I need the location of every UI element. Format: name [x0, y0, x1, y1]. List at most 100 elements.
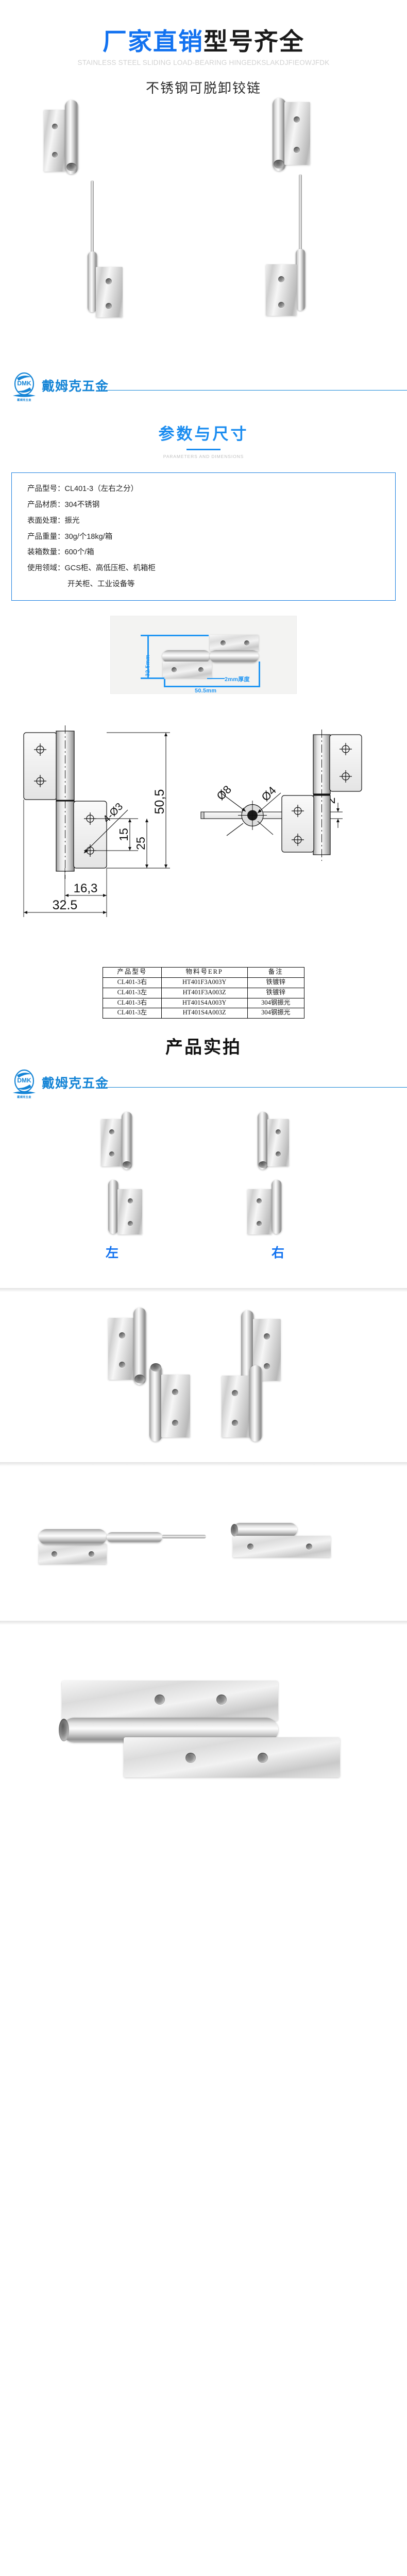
parameters-section-header: 参数与尺寸 PARAMETERS AND DIMENSIONS [0, 405, 407, 459]
brand-name: 戴姆克五金 [42, 379, 109, 394]
gallery-photo-closeup [0, 1625, 407, 1811]
dmk-logo-icon: DMK 戴姆克五金 [11, 371, 37, 402]
hero-product-photo [0, 97, 407, 368]
table-cell-model: CL401-3右 [103, 997, 162, 1009]
section-divider [0, 1288, 407, 1293]
dim-label-thickness: 2mm厚度 [225, 676, 250, 683]
spec-row: 产品重量：30g/个18kg/箱 [27, 529, 395, 545]
table-row: CL401-3左 HT401F3A003Z 铁镀锌 [103, 987, 305, 998]
section-divider [0, 1621, 407, 1625]
brand-lockup: DMK 戴姆克五金 戴姆克五金 [11, 1069, 109, 1099]
dim-tick-left [164, 679, 165, 688]
dmk-logo-icon: DMK 戴姆克五金 [11, 1069, 37, 1099]
product-detail-page: 厂家直销型号齐全 STAINLESS STEEL SLIDING LOAD-BE… [0, 0, 407, 1811]
specifications-box: 产品型号：CL401-3（左右之分） 产品材质：304不锈钢 表面处理：振光 产… [11, 472, 396, 601]
gallery-photo-disassembled [0, 1466, 407, 1621]
dimension-photo: 32.5mm 50.5mm 2mm厚度 [111, 616, 296, 694]
svg-text:DMK: DMK [17, 1077, 31, 1084]
spec-value: GCS柜、高低压柜、机箱柜 [64, 564, 156, 573]
spec-value: 开关柜、工业设备等 [67, 580, 135, 588]
spec-row: 产品材质：304不锈钢 [27, 497, 395, 513]
dim-label-height: 32.5mm [145, 655, 151, 677]
photo-label-right: 右 [272, 1246, 285, 1261]
dim-leader-thickness [207, 678, 225, 679]
table-cell-model: CL401-3右 [103, 977, 162, 988]
spec-value: 30g/个18kg/箱 [64, 532, 113, 541]
table-row: CL401-3左 HT401S4A003Z 304钢振光 [103, 1008, 305, 1019]
spec-label: 使用领域： [27, 564, 65, 573]
parameters-section-title: 参数与尺寸 [158, 425, 249, 444]
table-header-cell: 产品型号 [103, 967, 162, 978]
table-cell-model: CL401-3左 [103, 987, 162, 998]
gallery-photo-left-right: 左 右 [0, 1103, 407, 1289]
dim-label-width: 50.5mm [195, 688, 217, 694]
dim-line-height [147, 635, 149, 680]
spec-label: 产品重量： [27, 532, 65, 541]
technical-drawing: 4-Ø3 50,5 25 15 16,3 [0, 709, 407, 954]
hero-subtitle-chinese: 不锈钢可脱卸铰链 [145, 80, 261, 96]
spec-label: 产品型号： [27, 485, 65, 494]
spec-row: 装箱数量：600个/箱 [27, 545, 395, 561]
spec-value: 600个/箱 [64, 548, 94, 557]
table-header-cell: 物料号ERP [161, 967, 248, 978]
gallery-photo-pair [0, 1292, 407, 1463]
table-cell-erp: HT401F3A003Y [161, 977, 248, 988]
logo-subtext: 戴姆克五金 [17, 399, 31, 402]
table-cell-model: CL401-3左 [103, 1008, 162, 1019]
hero-subtitle-english: STAINLESS STEEL SLIDING LOAD-BEARING HIN… [77, 59, 330, 67]
dim-text-50-5: 50,5 [152, 789, 167, 815]
spec-label: 表面处理： [27, 516, 65, 525]
table-cell-remark: 铁镀锌 [247, 987, 305, 998]
dim-text-dia-8: Ø8 [214, 783, 233, 803]
drawing-left-elevation: 4-Ø3 50,5 25 15 16,3 [23, 725, 170, 918]
page-title: 厂家直销型号齐全 [0, 29, 407, 54]
product-code-table-wrapper: 产品型号 物料号ERP 备注 CL401-3右 HT401F3A003Y 铁镀锌… [103, 967, 305, 1019]
dim-text-16-3: 16,3 [74, 882, 98, 895]
section-divider [0, 1462, 407, 1467]
brand-divider-rule [106, 1087, 407, 1088]
product-code-table: 产品型号 物料号ERP 备注 CL401-3右 HT401F3A003Y 铁镀锌… [103, 967, 305, 1019]
table-header-cell: 备注 [247, 967, 305, 978]
brand-bar-gallery: DMK 戴姆克五金 戴姆克五金 [0, 1064, 407, 1103]
spec-value: 304不锈钢 [64, 501, 100, 510]
dim-text-dia-4: Ø4 [259, 784, 278, 804]
spec-value: CL401-3（左右之分） [64, 485, 139, 494]
spec-row: 使用领域：GCS柜、高低压柜、机箱柜 [27, 561, 395, 577]
table-cell-remark: 304钢振光 [247, 1008, 305, 1019]
table-cell-remark: 304钢振光 [247, 997, 305, 1009]
svg-text:DMK: DMK [17, 380, 31, 387]
brand-bar-top: DMK 戴姆克五金 戴姆克五金 [0, 367, 407, 405]
hero-header: 厂家直销型号齐全 STAINLESS STEEL SLIDING LOAD-BE… [0, 0, 407, 97]
dim-line-width [164, 686, 260, 688]
spec-label: 产品材质： [27, 501, 65, 510]
table-row: CL401-3右 HT401S4A003Y 304钢振光 [103, 997, 305, 1009]
brand-divider-rule [106, 390, 407, 391]
dim-text-15: 15 [117, 828, 130, 842]
parameters-section-title-english: PARAMETERS AND DIMENSIONS [163, 454, 244, 460]
hero-title-rest: 型号齐全 [204, 28, 304, 55]
table-row: CL401-3右 HT401F3A003Y 铁镀锌 [103, 977, 305, 988]
table-header-row: 产品型号 物料号ERP 备注 [103, 967, 305, 978]
spec-value: 振光 [64, 516, 80, 525]
table-cell-remark: 铁镀锌 [247, 977, 305, 988]
spec-row: 产品型号：CL401-3（左右之分） [27, 481, 395, 497]
dim-tick-bottom [141, 677, 164, 680]
logo-subtext: 戴姆克五金 [17, 1096, 31, 1099]
gallery-section-title: 产品实拍 [165, 1038, 242, 1058]
dim-tick-right [259, 662, 260, 688]
dim-text-32-5: 32.5 [53, 898, 78, 912]
dim-text-25: 25 [134, 837, 147, 851]
dim-tick-top [141, 635, 209, 637]
section-underline [186, 449, 221, 451]
hero-title-highlight: 厂家直销 [103, 28, 204, 55]
table-cell-erp: HT401S4A003Z [161, 1008, 248, 1019]
table-cell-erp: HT401F3A003Z [161, 987, 248, 998]
spec-label: 装箱数量： [27, 548, 65, 557]
drawing-right-elevation [281, 730, 362, 861]
brand-lockup: DMK 戴姆克五金 戴姆克五金 [11, 371, 109, 402]
table-cell-erp: HT401S4A003Y [161, 997, 248, 1009]
spec-row: 表面处理：振光 [27, 513, 395, 529]
photo-label-left: 左 [106, 1246, 119, 1261]
spec-row-continued: 开关柜、工业设备等 [27, 577, 395, 592]
brand-name: 戴姆克五金 [42, 1076, 109, 1091]
